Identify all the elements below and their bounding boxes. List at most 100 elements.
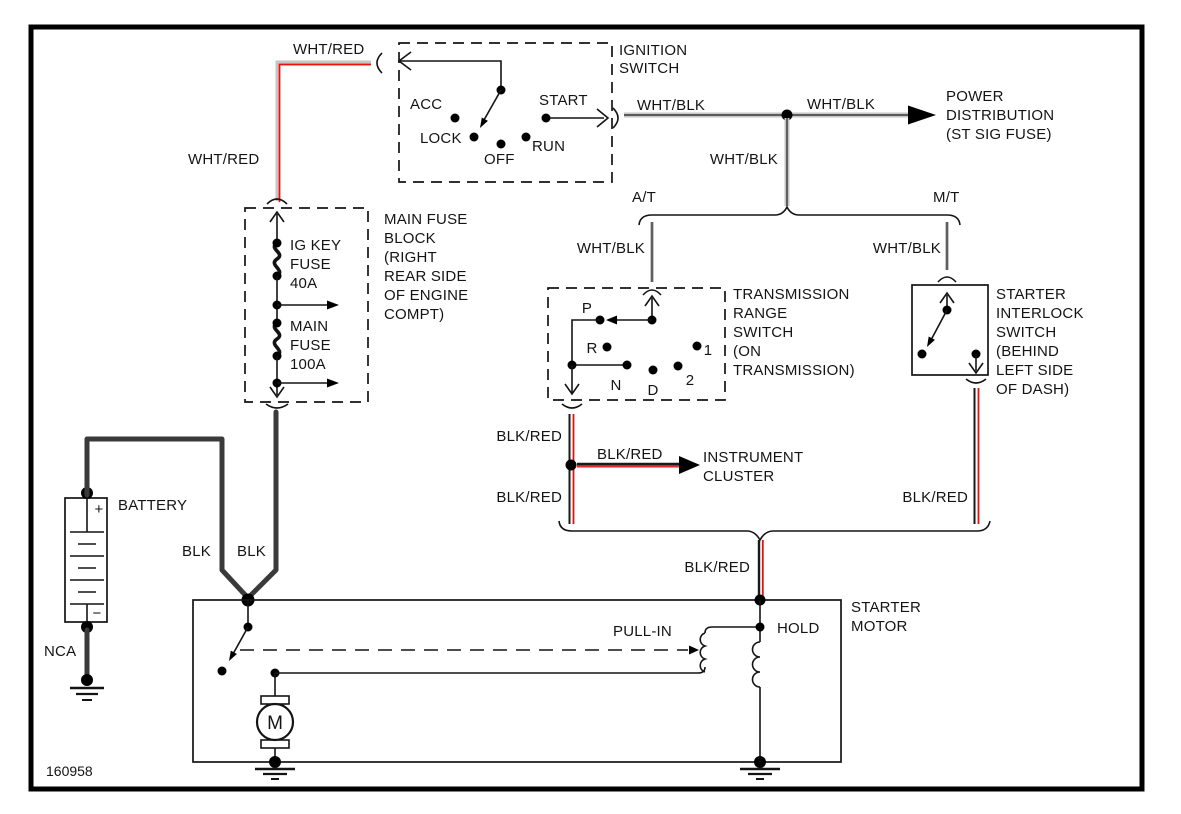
diagram-id-number: 160958 <box>46 763 93 779</box>
wht-blk-label-mt: WHT/BLK <box>873 240 941 257</box>
branch-arrow-icon <box>327 378 339 388</box>
wire-wht-red <box>275 52 383 202</box>
power-distribution-arrow-icon <box>908 105 936 125</box>
interlock-title-1: STARTER <box>996 286 1066 303</box>
d-contact <box>648 365 658 375</box>
at-label: A/T <box>632 189 656 206</box>
connector-female-icon <box>937 276 957 283</box>
ignition-switch-title-1: IGNITION <box>619 42 687 59</box>
blk-red-label-1: BLK/RED <box>496 428 562 445</box>
fuse-element-icon <box>272 241 282 278</box>
starter-motor-title-2: MOTOR <box>851 618 908 635</box>
hold-coil-icon <box>751 641 761 688</box>
exit-arrow-icon <box>269 386 285 399</box>
switch-arm-arrow-icon <box>480 117 488 128</box>
wire-blk-red-at <box>565 414 700 524</box>
battery-plates-icon <box>70 531 104 605</box>
fuse1-label-2: FUSE <box>290 256 331 273</box>
fuse-element-icon <box>272 321 282 358</box>
hold-label: HOLD <box>777 620 819 637</box>
main-fuse-block-title-1: MAIN FUSE <box>384 211 467 228</box>
main-fuse-block-title-4: REAR SIDE <box>384 268 467 285</box>
instrument-cluster-arrow-icon <box>679 456 700 474</box>
main-fuse-block: IG KEY FUSE 40A MAIN FUSE 100A <box>244 198 369 409</box>
start-contact <box>541 113 551 123</box>
branch-arrow-icon <box>327 300 339 310</box>
pos-acc-label: ACC <box>410 96 442 113</box>
entry-arrow-icon <box>397 51 412 71</box>
nca-label: NCA <box>44 643 76 660</box>
pos-start-label: START <box>539 92 588 109</box>
battery-minus-sign: − <box>93 605 102 622</box>
main-fuse-block-title-3: (RIGHT <box>384 249 437 266</box>
diagram-border <box>28 24 1145 792</box>
wht-blk-label-3: WHT/BLK <box>710 151 778 168</box>
pos-n-label: N <box>610 377 621 394</box>
blk-red-label-2: BLK/RED <box>597 446 663 463</box>
run-contact <box>521 132 531 142</box>
starter-interlock-switch <box>911 284 989 384</box>
fuse1-label-3: 40A <box>290 275 317 292</box>
power-distribution-1: POWER <box>946 88 1004 105</box>
junction-dot <box>781 109 793 121</box>
entry-arrow-icon <box>644 294 660 307</box>
battery-label: BATTERY <box>118 497 187 514</box>
ignition-switch-box <box>398 42 613 183</box>
battery: + − <box>64 487 108 701</box>
exit-arrow-icon <box>564 383 580 396</box>
wire-blk-red-mt <box>973 388 980 524</box>
starter-motor-title-1: STARTER <box>851 599 921 616</box>
wire-wht-blk-main <box>624 105 936 206</box>
instrument-cluster-2: CLUSTER <box>703 468 774 485</box>
fuse1-label-1: IG KEY <box>290 237 341 254</box>
switch-arm <box>930 309 948 341</box>
main-fuse-block-title-2: BLOCK <box>384 230 436 247</box>
entry-arrow-icon <box>939 291 955 304</box>
main-fuse-block-title-5: OF ENGINE <box>384 287 468 304</box>
solenoid-switch-arm <box>232 626 249 655</box>
entry-arrow-icon <box>269 210 285 223</box>
pos-1-label: 1 <box>704 342 713 359</box>
trs-title-4: (ON <box>733 343 761 360</box>
wire-wht-blk-mt <box>937 222 957 283</box>
split-brace-icon <box>638 205 961 226</box>
switch-arm <box>483 89 502 121</box>
connector-male-icon <box>612 107 619 129</box>
connector-male-icon <box>265 403 289 409</box>
exit-arrow-icon <box>596 108 610 128</box>
motor-brush-icon <box>260 739 290 749</box>
trs-title-3: SWITCH <box>733 324 793 341</box>
battery-feed-wire <box>84 436 251 601</box>
transmission-range-switch-box <box>547 287 726 401</box>
blk-red-label-3: BLK/RED <box>496 489 562 506</box>
transmission-range-switch: P R N D 2 1 <box>547 287 726 409</box>
starter-motor: M PULL-IN HOLD <box>192 594 842 780</box>
connector-female-icon <box>266 198 288 205</box>
fuse2-label-1: MAIN <box>290 318 328 335</box>
merge-brace-icon <box>558 520 991 542</box>
switch-arm-arrow-icon <box>927 336 935 347</box>
starter-interlock-box <box>911 284 989 376</box>
connector-male-icon <box>965 378 987 384</box>
motor-symbol: M <box>267 713 283 734</box>
power-distribution-2: DISTRIBUTION <box>946 107 1054 124</box>
ignition-switch: ACC LOCK OFF RUN START <box>397 42 619 183</box>
pull-in-label: PULL-IN <box>613 623 672 640</box>
blk-label-1: BLK <box>182 543 211 560</box>
trs-title-5: TRANSMISSION) <box>733 362 855 379</box>
wiper-arrow-icon <box>606 315 617 325</box>
interlock-title-2: INTERLOCK <box>996 305 1084 322</box>
blk-label-2: BLK <box>237 543 266 560</box>
fuse-feed-wire <box>245 409 279 601</box>
starter-motor-box <box>192 599 842 763</box>
pos-p-label: P <box>582 300 592 317</box>
wht-blk-label-2: WHT/BLK <box>807 96 875 113</box>
blk-red-label-5: BLK/RED <box>684 559 750 576</box>
blk-red-label-4: BLK/RED <box>902 489 968 506</box>
wire-blk-red-merged <box>757 540 764 600</box>
switch-arm-arrow-icon <box>229 650 237 661</box>
wht-blk-label-at: WHT/BLK <box>577 240 645 257</box>
interlock-title-4: (BEHIND <box>996 343 1059 360</box>
power-distribution-3: (ST SIG FUSE) <box>946 126 1052 143</box>
